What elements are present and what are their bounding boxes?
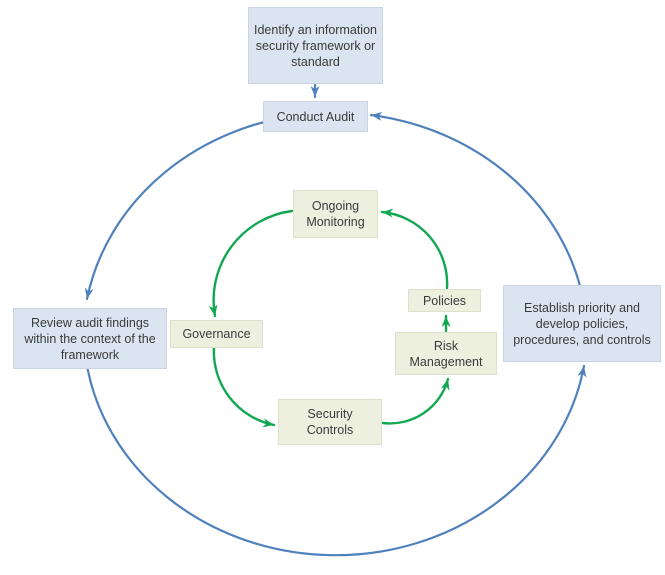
node-risk-management-label: Risk Management (409, 338, 483, 369)
node-security-controls-label: Security Controls (306, 407, 354, 437)
node-conduct-audit-label: Conduct Audit (276, 109, 355, 124)
node-establish-priority-label: Establish priority and develop policies,… (513, 300, 651, 347)
arrow-review-to-establish (84, 358, 587, 557)
node-policies-label: Policies (422, 293, 467, 308)
node-ongoing-monitoring: Ongoing Monitoring (293, 190, 378, 238)
node-risk-management: Risk Management (395, 332, 497, 375)
node-review-findings-label: Review audit findings within the context… (24, 315, 156, 362)
node-governance: Governance (170, 320, 263, 348)
node-ongoing-monitoring-label: Ongoing Monitoring (306, 199, 365, 229)
node-security-controls: Security Controls (278, 399, 382, 445)
node-identify-framework: Identify an information security framewo… (248, 7, 383, 84)
node-governance-label: Governance (182, 327, 251, 341)
arrow-policies-to-monitoring (380, 208, 449, 290)
arrow-security-controls-to-risk-management (381, 377, 450, 425)
arrow-establish-to-conduct-audit (369, 111, 587, 312)
node-conduct-audit: Conduct Audit (263, 101, 368, 132)
node-review-findings: Review audit findings within the context… (13, 308, 167, 369)
node-establish-priority: Establish priority and develop policies,… (503, 285, 661, 362)
arrow-conduct-audit-to-review (84, 112, 312, 301)
node-identify-framework-label: Identify an information security framewo… (254, 22, 377, 69)
arrow-governance-to-security-controls (212, 345, 276, 428)
node-policies: Policies (408, 289, 481, 312)
arrow-monitoring-to-governance (208, 209, 294, 318)
